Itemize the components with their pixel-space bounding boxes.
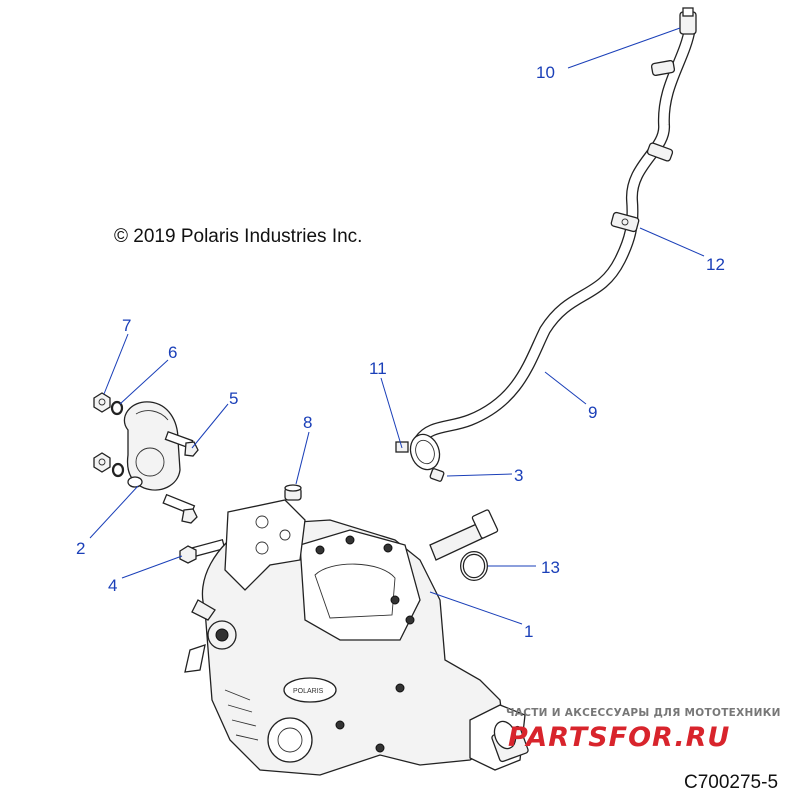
callout-12: 12 (706, 255, 725, 274)
callout-6: 6 (168, 343, 177, 362)
washer-6 (110, 400, 124, 416)
callout-11: 11 (369, 359, 387, 378)
plug-8 (284, 484, 302, 501)
copyright-notice: © 2019 Polaris Industries Inc. (114, 226, 362, 247)
svg-text:POLARIS: POLARIS (293, 688, 324, 695)
leader-lines (89, 27, 705, 625)
bolt-5 (164, 430, 199, 457)
clip-3 (429, 468, 445, 482)
o-ring-13 (460, 551, 488, 581)
transmission-housing-1: POLARIS (184, 499, 529, 776)
nut-7 (93, 392, 111, 413)
callout-5: 5 (229, 389, 238, 408)
hose-clamp-11 (395, 433, 441, 471)
sensor-cover-2 (123, 401, 181, 491)
breather-hose (414, 7, 697, 446)
callout-9: 9 (588, 403, 597, 422)
callout-4: 4 (108, 576, 117, 595)
watermark: ЧАСТИ И АКСЕССУАРЫ ДЛЯ МОТОТЕХНИКИ PARTS… (506, 707, 781, 753)
watermark-brand: PARTSFOR.RU (508, 722, 730, 753)
nut-lower (93, 452, 111, 473)
callout-8: 8 (303, 413, 312, 432)
bolt-4 (179, 538, 226, 564)
callout-7: 7 (122, 316, 131, 335)
callout-10: 10 (536, 63, 555, 82)
callouts: 1 2 3 4 5 6 7 8 9 10 11 12 13 (76, 63, 725, 641)
callout-2: 2 (76, 539, 85, 558)
callout-13: 13 (541, 558, 560, 577)
figure-id: C700275-5 (684, 772, 778, 793)
watermark-tagline: ЧАСТИ И АКСЕССУАРЫ ДЛЯ МОТОТЕХНИКИ (506, 707, 781, 719)
callout-1: 1 (524, 622, 533, 641)
callout-3: 3 (514, 466, 523, 485)
bolt-mid (162, 493, 198, 524)
washer-lower (111, 462, 125, 478)
